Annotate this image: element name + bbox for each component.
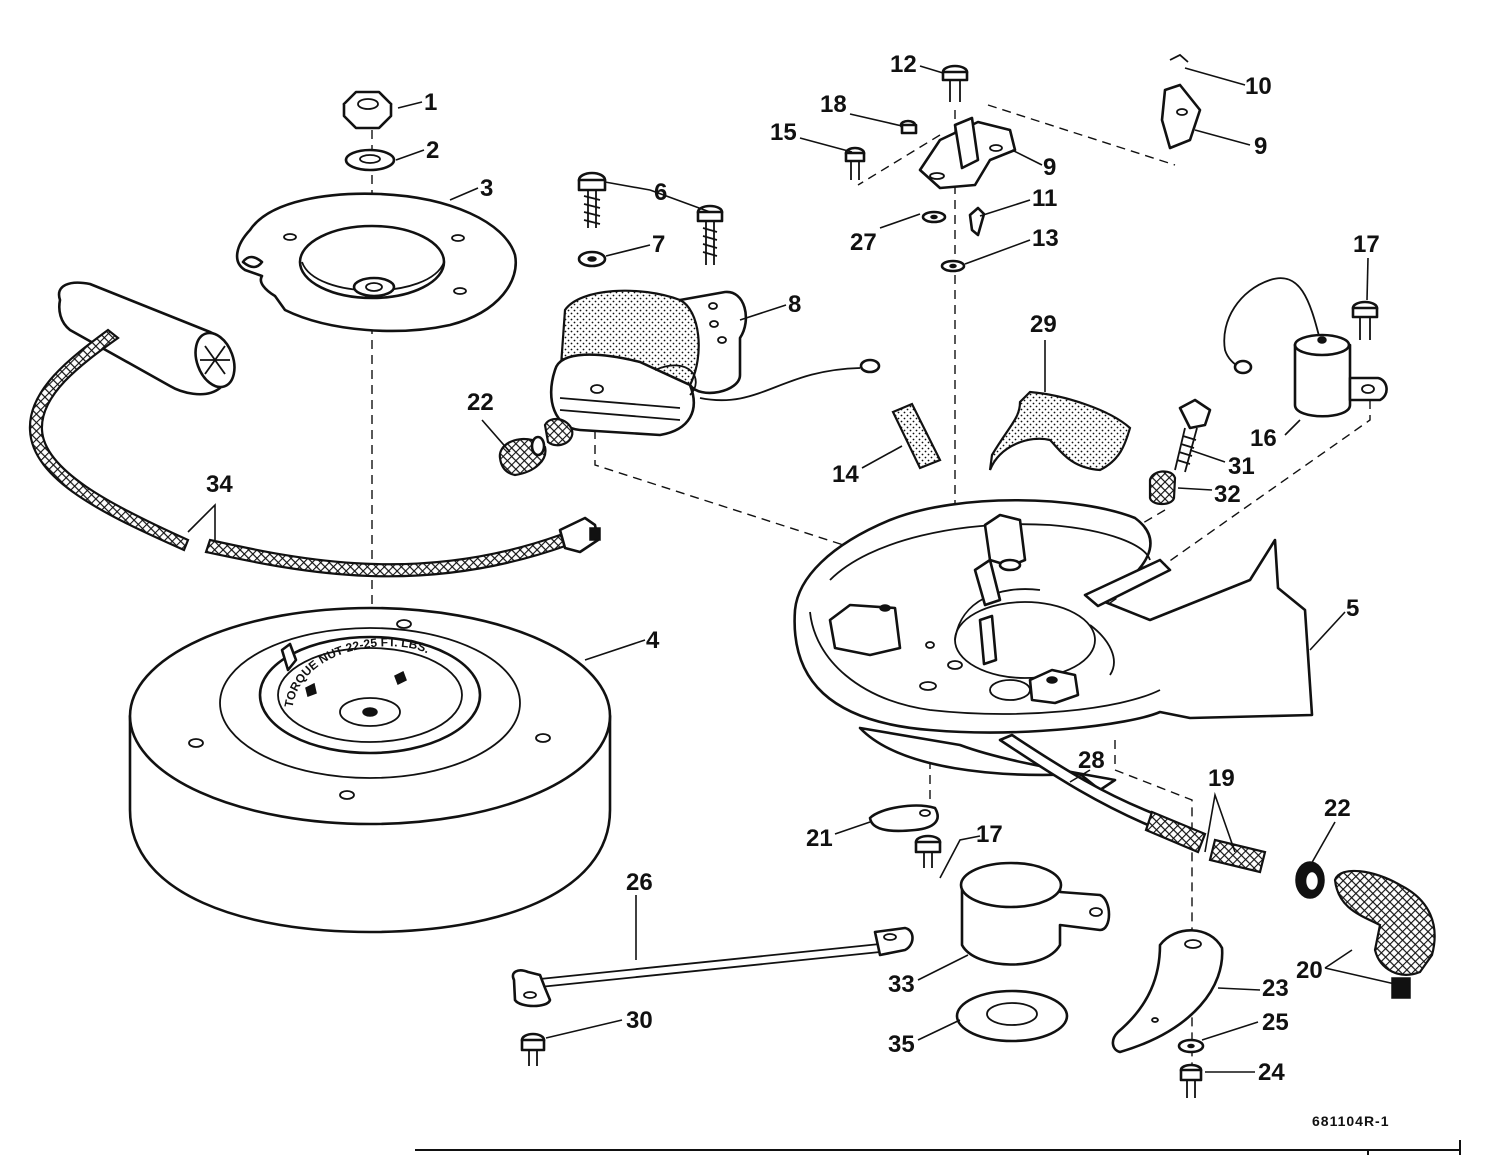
- bracket-part-23: [1111, 929, 1224, 1054]
- callout-14: 14: [832, 461, 859, 488]
- callout-27: 27: [850, 229, 877, 256]
- callout-4: 4: [646, 627, 660, 654]
- callout-13: 13: [1032, 225, 1059, 252]
- ferrule-part-22-lower: [1295, 861, 1325, 899]
- screw-part-17-upper: [1351, 300, 1379, 340]
- cap-part-22-upper: [498, 435, 547, 477]
- callout-28: 28: [1078, 747, 1105, 774]
- screw-part-24: [1179, 1063, 1203, 1098]
- callout-29: 29: [1030, 311, 1057, 338]
- drawing-number: 681104R-1: [1312, 1113, 1390, 1129]
- callout-23: 23: [1262, 975, 1289, 1002]
- screw-part-17-lower: [914, 834, 942, 868]
- callout-32: 32: [1214, 481, 1241, 508]
- ground-strap-part-26: [511, 926, 914, 1008]
- plate-part-3: [235, 192, 518, 333]
- callout-17a: 17: [1353, 231, 1380, 258]
- callout-20: 20: [1296, 957, 1323, 984]
- callout-11: 11: [1032, 185, 1057, 212]
- condenser-part-16: [1223, 277, 1388, 418]
- elbow-boot-part-20: [1333, 869, 1436, 999]
- ignition-coil-part-8: [543, 289, 881, 447]
- callout-30: 30: [626, 1007, 653, 1034]
- callout-35: 35: [888, 1031, 915, 1058]
- callout-17b: 17: [976, 821, 1003, 848]
- callout-34: 34: [206, 471, 233, 498]
- callout-7: 7: [652, 231, 665, 258]
- washer-part-2: [344, 148, 396, 172]
- callout-labels: 1 2 3 4 5 6 7 8 9 9 10 11 12 13 14 15 16…: [206, 51, 1380, 1086]
- leader-lines: [187, 65, 1396, 1073]
- callout-21: 21: [806, 825, 833, 852]
- callout-25: 25: [1262, 1009, 1289, 1036]
- callout-6: 6: [654, 179, 667, 206]
- callout-10: 10: [1245, 73, 1272, 100]
- callout-15: 15: [770, 119, 797, 146]
- screws-part-6: [577, 171, 724, 265]
- callout-3: 3: [480, 175, 493, 202]
- screw-part-31: [1174, 398, 1212, 473]
- washer-part-25: [1177, 1038, 1205, 1054]
- callout-5: 5: [1346, 595, 1359, 622]
- callout-24: 24: [1258, 1059, 1285, 1086]
- clamp-part-33: [959, 861, 1111, 966]
- clip-part-21: [868, 804, 939, 833]
- breaker-points-assembly: [844, 53, 1202, 273]
- felt-pad-part-14: [891, 402, 942, 470]
- spring-part-32: [1148, 470, 1177, 506]
- callout-18: 18: [820, 91, 847, 118]
- flywheel-part-4: TORQUE NUT 22-25 FT. LBS.: [128, 606, 612, 934]
- callout-31: 31: [1228, 453, 1255, 480]
- callout-26: 26: [626, 869, 653, 896]
- armature-plate-part-5: [793, 498, 1314, 792]
- callout-2: 2: [426, 137, 439, 164]
- ground-lead-part-28: [998, 733, 1207, 854]
- callout-19: 19: [1208, 765, 1235, 792]
- callout-22b: 22: [1324, 795, 1351, 822]
- screw-part-30: [520, 1032, 546, 1066]
- spark-plug-boot: [57, 281, 236, 396]
- callout-16: 16: [1250, 425, 1277, 452]
- washer-part-7: [577, 250, 607, 268]
- callout-1: 1: [424, 89, 437, 116]
- callout-9a: 9: [1043, 154, 1056, 181]
- callout-8: 8: [788, 291, 801, 318]
- washer-part-35: [955, 989, 1069, 1043]
- high-tension-lead-part-34: [28, 328, 601, 578]
- callout-12: 12: [890, 51, 917, 78]
- callout-33: 33: [888, 971, 915, 998]
- page-border: [415, 1140, 1461, 1155]
- hex-nut-part-1: [342, 90, 393, 130]
- retainer-part-29: [988, 390, 1132, 472]
- callout-22a: 22: [467, 389, 494, 416]
- callout-9b: 9: [1254, 133, 1267, 160]
- sleeve-part-19: [1208, 838, 1267, 874]
